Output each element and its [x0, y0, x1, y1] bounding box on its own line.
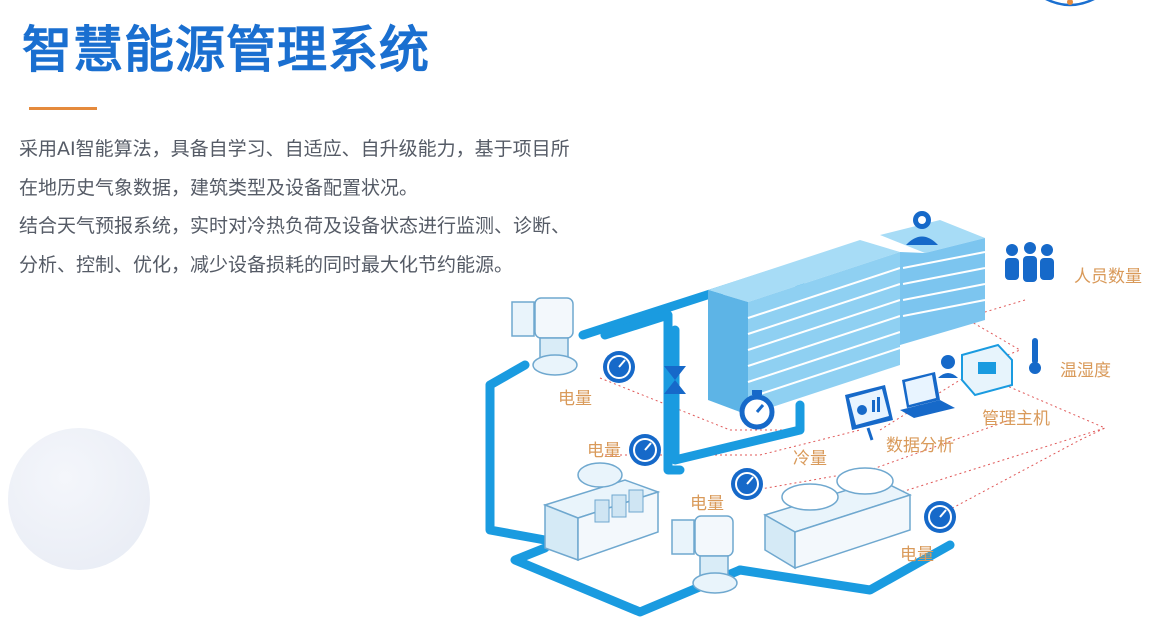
title-accent-line — [29, 107, 97, 110]
manager-icon — [906, 211, 938, 245]
label-host: 管理主机 — [982, 409, 1050, 429]
valve-icon — [664, 366, 686, 394]
cooling-tower-icon — [763, 467, 912, 570]
label-electricity-1: 电量 — [558, 389, 592, 409]
intro-text: 采用AI智能算法，具备自学习、自适应、自升级能力，基于项目所在地历史气象数据，建… — [19, 130, 584, 284]
pump-icon — [671, 515, 738, 594]
label-data-analysis: 数据分析 — [886, 436, 954, 456]
logo-fragment-icon — [1045, 0, 1095, 7]
thermometer-icon — [1029, 338, 1041, 374]
gauge-icon — [603, 351, 635, 383]
pump-icon — [511, 297, 578, 376]
stopwatch-icon — [739, 390, 775, 430]
building-icon — [708, 220, 986, 415]
chiller-icon — [542, 462, 661, 562]
label-electricity-4: 电量 — [900, 545, 934, 565]
laptop-icon — [900, 372, 955, 418]
label-electricity-2: 电量 — [587, 441, 621, 461]
intro-paragraph-2: 结合天气预报系统，实时对冷热负荷及设备状态进行监测、诊断、分析、控制、优化，减少… — [19, 215, 571, 276]
label-people: 人员数量 — [1074, 267, 1142, 287]
page-title: 智慧能源管理系统 — [22, 21, 430, 79]
gauge-icon — [924, 501, 956, 533]
label-electricity-3: 电量 — [690, 494, 724, 514]
gauge-icon — [629, 434, 661, 466]
monitor-icon — [845, 385, 893, 441]
controller-box-icon — [961, 343, 1013, 397]
decorative-circle — [8, 428, 150, 570]
label-cooling: 冷量 — [793, 449, 827, 469]
gauge-icon — [731, 468, 763, 500]
operator-icon — [938, 355, 958, 378]
intro-paragraph-1: 采用AI智能算法，具备自学习、自适应、自升级能力，基于项目所在地历史气象数据，建… — [19, 138, 570, 199]
people-icon — [1005, 242, 1054, 282]
label-humidity: 温湿度 — [1060, 361, 1111, 381]
